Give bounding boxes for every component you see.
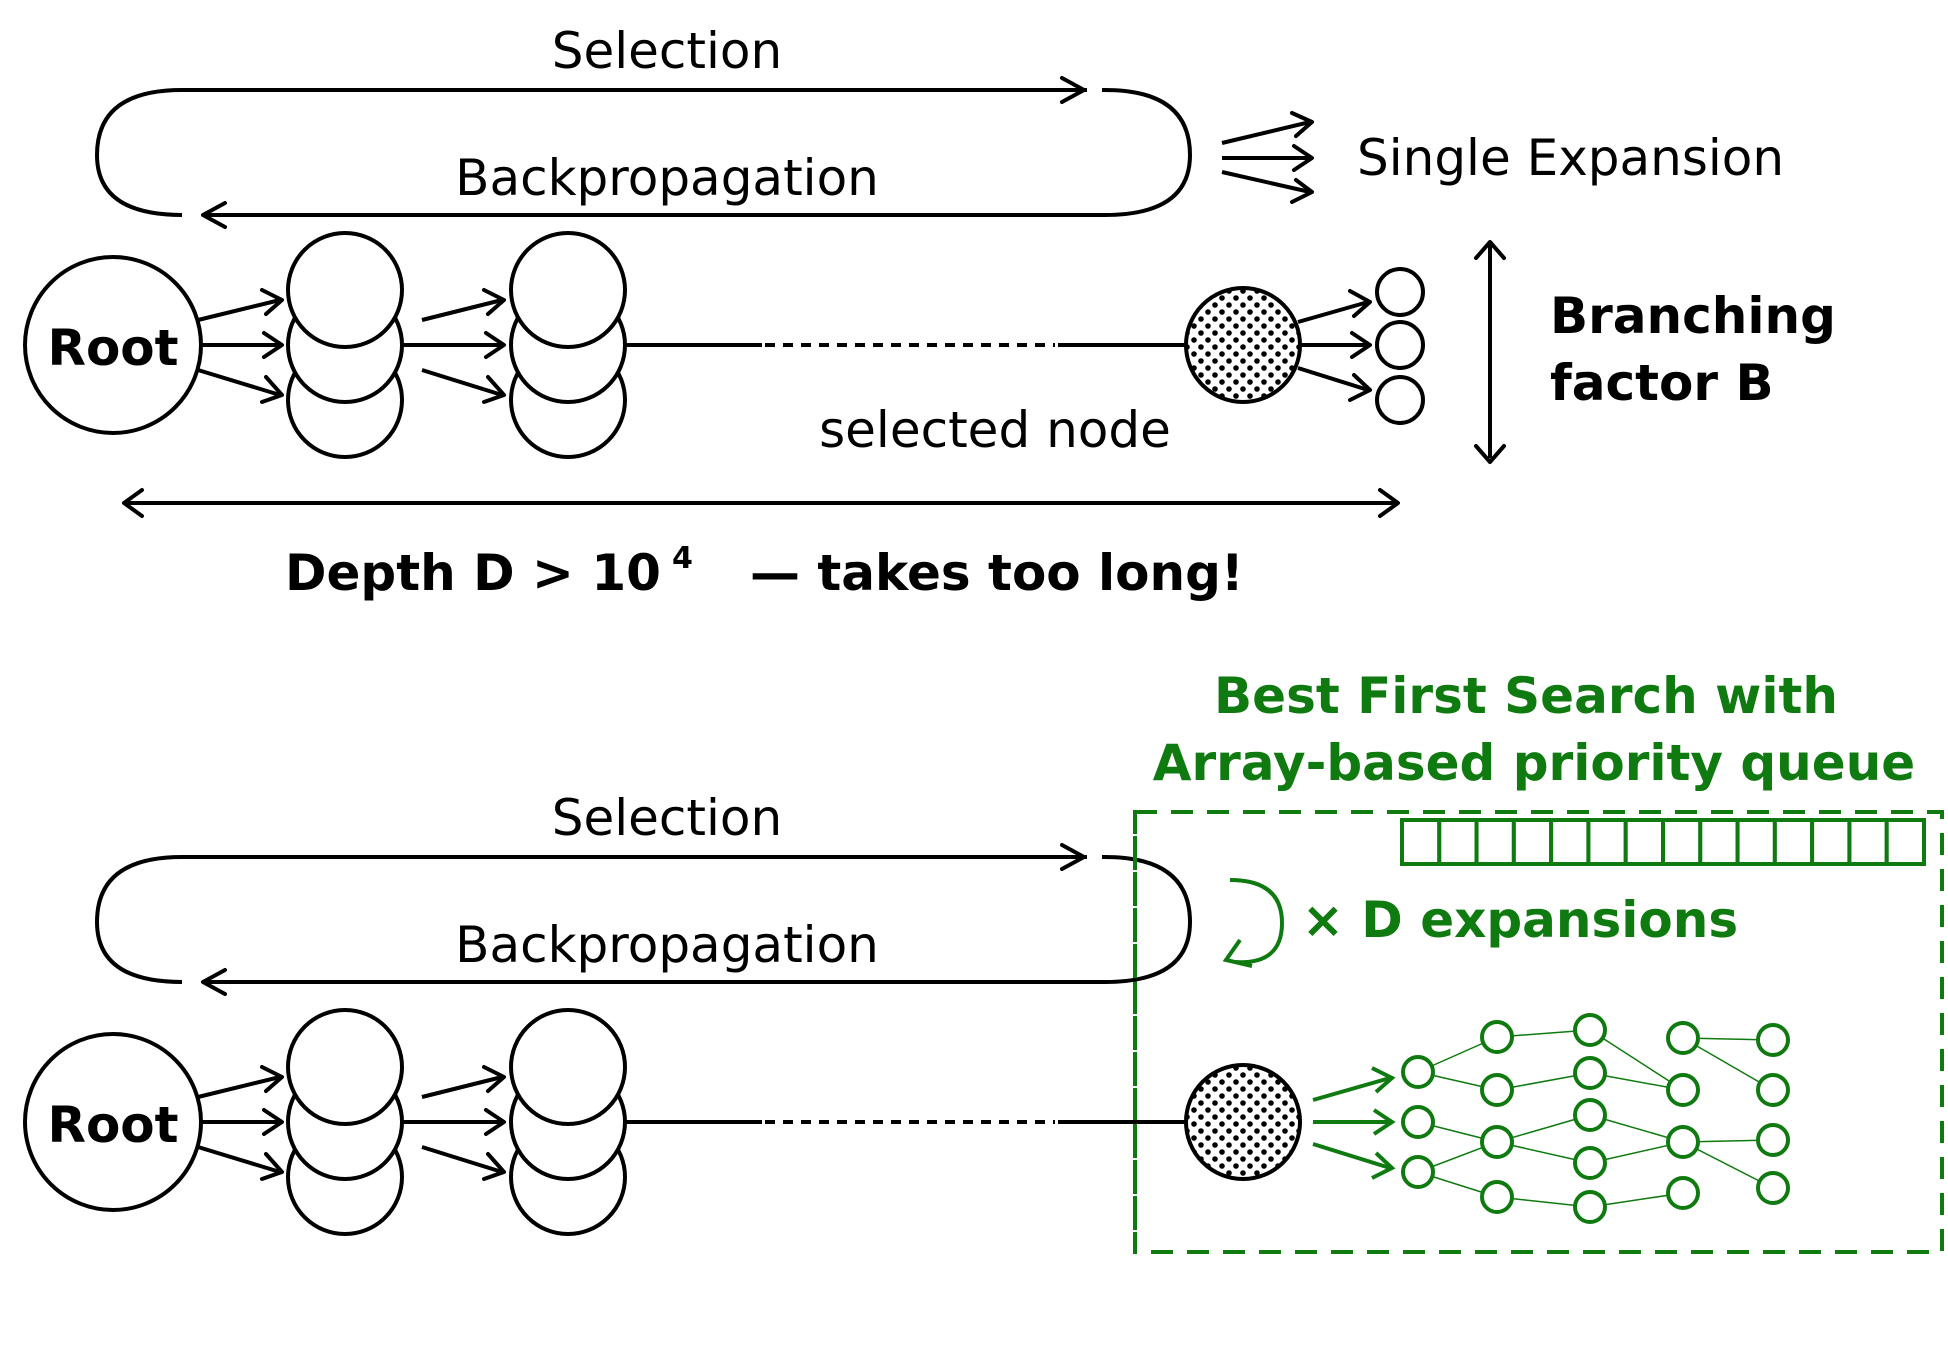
branching-factor-arrow: [1474, 240, 1506, 464]
bfs-title-line2: Array-based priority queue: [1153, 734, 1915, 792]
bfs-expansion-arrows: [1312, 1066, 1396, 1180]
bottom-level2-stack: [509, 1008, 627, 1236]
queue-cell: [1847, 818, 1889, 866]
top-backprop-label: Backpropagation: [455, 149, 879, 207]
bfs-title-line1: Best First Search with: [1214, 667, 1838, 725]
queue-cell: [1586, 818, 1628, 866]
queue-cell: [1772, 818, 1815, 866]
bottom-root-node: [23, 1032, 203, 1212]
bottom-selection-label: Selection: [552, 789, 782, 847]
bottom-loop-left: [94, 855, 1082, 984]
single-expansion-arrows: [1221, 111, 1314, 204]
bottom-panel: Best First Search with Array-based prior…: [23, 667, 1944, 1254]
branching-factor-line2: factor B: [1550, 354, 1774, 412]
top-selected-node-label: selected node: [819, 401, 1171, 459]
bottom-loop-path: [205, 855, 1193, 984]
top-child-arrows: [1297, 289, 1372, 402]
queue-cell: [1511, 818, 1554, 866]
queue-cell: [1698, 818, 1740, 866]
bottom-selection-arrowhead: [1060, 843, 1086, 871]
top-child-nodes: [1375, 267, 1425, 425]
top-root-arrows: [197, 288, 284, 404]
top-selected-node: [1184, 286, 1302, 404]
bottom-level1-arrows: [402, 1065, 506, 1181]
queue-cell: [1810, 818, 1852, 866]
bottom-root-label: Root: [47, 1096, 178, 1154]
queue-cell: [1549, 818, 1591, 866]
queue-cell: [1623, 818, 1665, 866]
priority-queue-array: [1400, 818, 1926, 866]
loop-arrow-icon: [1222, 878, 1285, 968]
top-root-label: Root: [47, 319, 178, 377]
bottom-level1-stack: [286, 1008, 404, 1236]
queue-cell: [1661, 818, 1703, 866]
queue-cell: [1437, 818, 1479, 866]
bottom-selected-node: [1184, 1063, 1302, 1181]
top-selection-label: Selection: [552, 22, 782, 80]
top-backprop-arrowhead: [201, 201, 227, 229]
depth-arrow: [122, 488, 1400, 518]
depth-label: Depth D > 10: [285, 544, 661, 602]
top-root-node: [23, 255, 203, 435]
single-expansion-label: Single Expansion: [1357, 129, 1784, 187]
too-long-label: — takes too long!: [750, 544, 1244, 602]
top-panel: Selection Backpropagation Single Expansi…: [23, 22, 1836, 602]
queue-cell: [1735, 818, 1777, 866]
queue-cell: [1400, 818, 1442, 866]
queue-cell: [1884, 818, 1926, 866]
bfs-expanded-tree: [1401, 1013, 1790, 1224]
bottom-backprop-label: Backpropagation: [455, 916, 879, 974]
bfs-dashed-box: [1133, 810, 1944, 1254]
bfs-tree-nodes: [1401, 1013, 1790, 1224]
branching-factor-line1: Branching: [1550, 287, 1836, 345]
top-loop-path: [205, 88, 1193, 217]
top-loop-left: [94, 88, 1082, 217]
bottom-root-arrows: [197, 1065, 284, 1181]
top-level2-stack: [509, 231, 627, 459]
top-level1-arrows: [402, 288, 506, 404]
expansions-label: × D expansions: [1302, 891, 1738, 949]
top-selection-arrowhead: [1060, 76, 1086, 104]
top-level1-stack: [286, 231, 404, 459]
queue-cell: [1474, 818, 1516, 866]
depth-exponent: 4: [672, 541, 693, 576]
bottom-backprop-arrowhead: [201, 968, 227, 996]
